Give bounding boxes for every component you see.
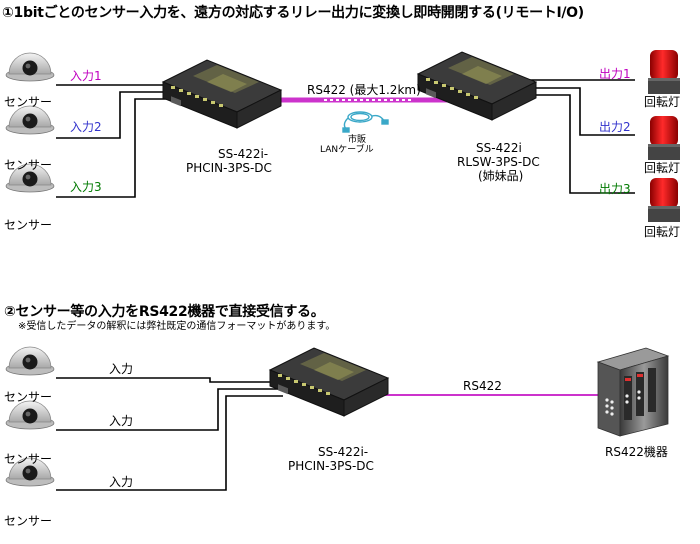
- input-label: 入力: [109, 414, 134, 428]
- input-label-3: 入力3: [70, 180, 102, 194]
- device-model: SS-422i-: [318, 445, 369, 459]
- sensor-label: センサー: [4, 390, 53, 404]
- sensor-camera-icon: [5, 400, 55, 430]
- device-right-note: (姉妹品): [478, 169, 524, 183]
- lamp-label: 回転灯: [644, 95, 681, 109]
- section2-note: ※受信したデータの解釈には弊社既定の通信フォーマットがあります。: [18, 321, 336, 332]
- cable-label: 市販: [348, 135, 367, 145]
- section1-title: ①1bitごとのセンサー入力を、遠方の対応するリレー出力に変換し即時開閉する(リ…: [2, 5, 584, 21]
- output-label-3: 出力3: [599, 182, 631, 196]
- input-label-1: 入力1: [70, 69, 102, 83]
- device-model: PHCIN-3PS-DC: [288, 459, 374, 473]
- input-label: 入力: [109, 362, 134, 376]
- device-left-model: SS-422i-: [218, 147, 269, 161]
- rs422-equipment-label: RS422機器: [605, 445, 668, 459]
- sensor-camera-icon: [5, 346, 55, 376]
- sensor-camera-icon: [5, 105, 55, 135]
- rotating-lamp-icon: [648, 116, 680, 160]
- device-right-model: SS-422i: [476, 141, 522, 155]
- device-left-model: PHCIN-3PS-DC: [186, 161, 272, 175]
- relay-device-icon: [417, 51, 537, 121]
- converter-device-icon: [269, 347, 389, 417]
- output-label-1: 出力1: [599, 67, 631, 81]
- rs422-link-label: RS422: [463, 379, 502, 393]
- sensor-label: センサー: [4, 452, 53, 466]
- output-label-2: 出力2: [599, 120, 631, 134]
- input-label-2: 入力2: [70, 120, 102, 134]
- device-right-model: RLSW-3PS-DC: [457, 155, 540, 169]
- converter-device-icon: [162, 59, 282, 129]
- sensor-label: センサー: [4, 158, 53, 172]
- sensor-label: センサー: [4, 514, 53, 528]
- sensor-label: センサー: [4, 95, 53, 109]
- rotating-lamp-icon: [648, 178, 680, 222]
- lan-cable-icon: [342, 111, 389, 133]
- rs422-equipment-icon: [596, 347, 670, 437]
- rotating-lamp-icon: [648, 50, 680, 94]
- input-label: 入力: [109, 475, 134, 489]
- section2-wires: [56, 377, 283, 491]
- rs422-link-label: RS422 (最大1.2km): [307, 83, 421, 97]
- lamp-label: 回転灯: [644, 225, 681, 239]
- lamp-label: 回転灯: [644, 161, 681, 175]
- cable-label: LANケーブル: [320, 145, 374, 155]
- sensor-camera-icon: [5, 52, 55, 82]
- section2-title: ②センサー等の入力をRS422機器で直接受信する。: [4, 304, 325, 320]
- sensor-label: センサー: [4, 218, 53, 232]
